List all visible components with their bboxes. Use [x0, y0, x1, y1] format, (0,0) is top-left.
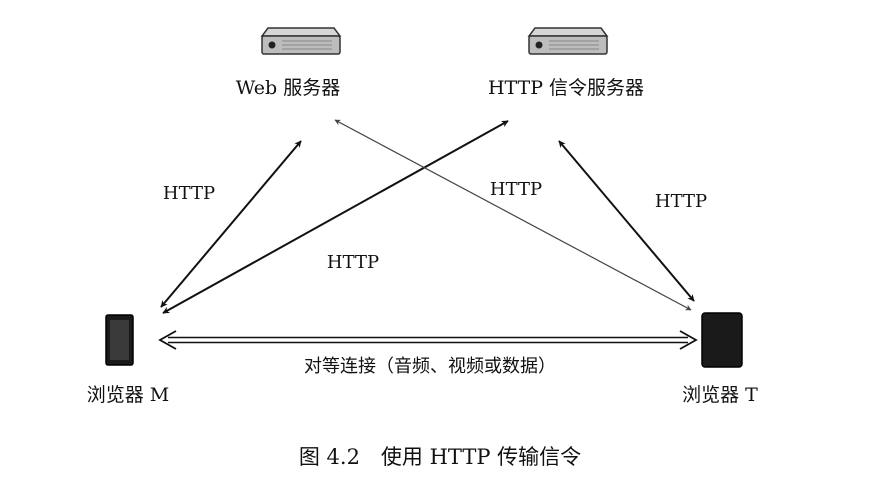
browser-m-label: 浏览器 M: [87, 384, 170, 406]
browser-t-icon: [701, 312, 743, 368]
edge-label-t-signal: HTTP: [655, 191, 707, 212]
edge-label-peer: 对等连接（音频、视频或数据）: [304, 356, 556, 377]
edge-t-web: [334, 119, 692, 311]
edge-m-signal: [162, 120, 509, 314]
edge-label-m-web: HTTP: [163, 183, 215, 204]
edge-peer: [158, 330, 698, 350]
edge-label-m-signal: HTTP: [327, 252, 379, 273]
figure-caption: 图 4.2 使用 HTTP 传输信令: [299, 445, 581, 469]
edge-label-t-web: HTTP: [490, 179, 542, 200]
edge-m-web: [160, 140, 302, 308]
web-server-icon: [260, 27, 342, 55]
browser-m-icon: [105, 314, 134, 366]
web-server-label: Web 服务器: [236, 77, 340, 99]
signal-server-icon: [527, 27, 609, 55]
browser-t-label: 浏览器 T: [682, 384, 758, 406]
signal-server-label: HTTP 信令服务器: [488, 77, 644, 99]
edge-t-signal: [558, 140, 695, 302]
